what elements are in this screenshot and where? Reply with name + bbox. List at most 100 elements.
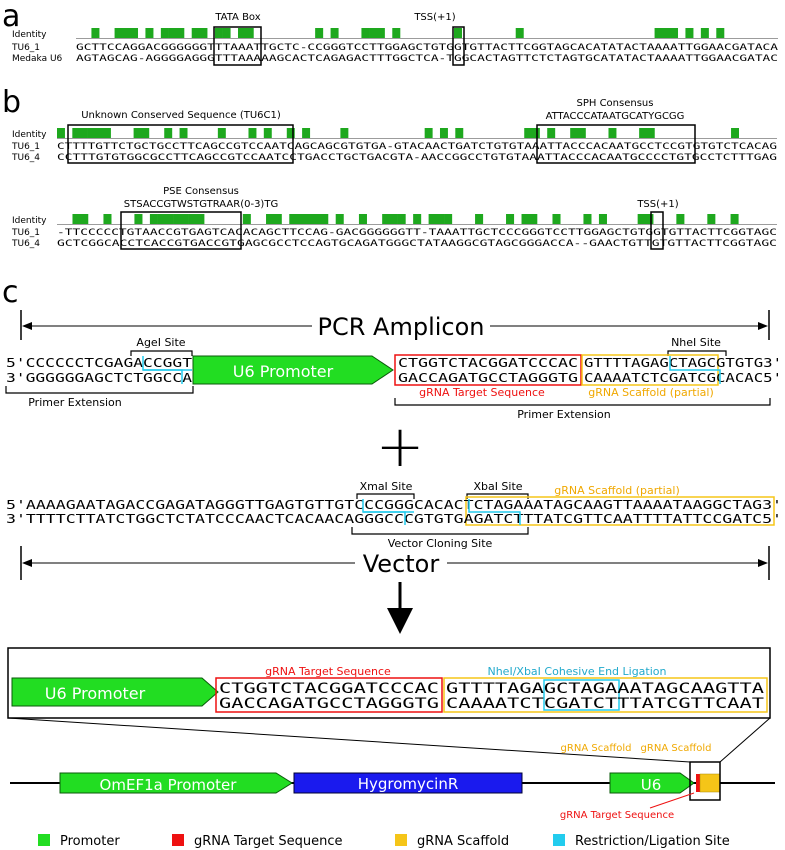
legend-swatch-site: [553, 834, 565, 846]
identity-bar: [312, 214, 321, 224]
identity-bar: [524, 128, 533, 138]
identity-bar: [164, 128, 173, 138]
panel-a-tss-box: [452, 26, 465, 66]
identity-bar: [654, 28, 663, 38]
identity-bar: [199, 28, 208, 38]
identity-bar: [196, 214, 205, 224]
identity-bar: [238, 28, 247, 38]
right-primer-extension-bracket: [394, 398, 771, 406]
identity-bar: [273, 214, 282, 224]
identity-bar: [335, 214, 344, 224]
identity-bar: [176, 28, 185, 38]
hygromycin-label: HygromycinR: [358, 775, 459, 793]
identity-bar: [515, 28, 524, 38]
panel-b-tss-box: [650, 211, 664, 250]
identity-bar: [475, 214, 484, 224]
identity-bar: [730, 214, 739, 224]
panel-a-tata-box: [213, 26, 262, 66]
final-u6-promoter-arrow: [11, 677, 219, 707]
panel-a-identity-label: Identity: [12, 30, 47, 40]
identity-bar: [700, 28, 709, 38]
identity-bar: [242, 214, 251, 224]
identity-bar: [676, 214, 685, 224]
legend-swatch-promoter: [38, 834, 50, 846]
legend: Promoter gRNA Target Sequence gRNA Scaff…: [38, 834, 730, 849]
panel-b-identity-label-1: Identity: [12, 130, 47, 140]
amplicon-top-scaffold-seq: GTTTTAGAGCTAGCGTGTG3': [584, 356, 782, 370]
identity-bar: [424, 128, 433, 138]
agei-site-label: AgeI Site: [136, 336, 185, 349]
panel-a-identity-track: [76, 28, 778, 39]
legend-label-site: Restriction/Ligation Site: [575, 834, 730, 849]
vector-top-seq: 5'AAAAGAATAGACCGAGATAGGGTTGAGTGTTGTCCCGG…: [6, 498, 782, 512]
panel-c-label: c: [2, 275, 19, 310]
vector-scaffold-box: [465, 496, 775, 526]
map-u6-label: U6: [641, 776, 662, 794]
identity-bar: [577, 128, 586, 138]
identity-bar: [315, 28, 324, 38]
xmai-site-highlight-bottom: [363, 511, 406, 525]
panel-a-row1-name: TU6_1: [11, 43, 40, 53]
panel-b-tss-label: TSS(+1): [636, 199, 678, 210]
vector-cloning-site-bracket: [351, 527, 529, 535]
identity-bar: [358, 214, 367, 224]
u6-promoter-label: U6 Promoter: [233, 362, 334, 381]
vector-span: [20, 546, 770, 580]
identity-bar: [707, 214, 716, 224]
amplicon-target-box: [394, 354, 582, 386]
panel-a-label: a: [2, 0, 20, 34]
panel-a-row2-name: Medaka U6: [12, 54, 63, 64]
identity-bar: [436, 214, 445, 224]
pcr-amplicon-span: [20, 310, 770, 340]
identity-bar: [369, 28, 378, 38]
identity-bar: [439, 128, 448, 138]
identity-bar: [670, 28, 679, 38]
final-bottom-target-seq: GACCAGATGCCTAGGGTG: [219, 696, 439, 712]
panel-b-row4-name: TU6_4: [11, 239, 40, 249]
panel-b-sph-title: SPH Consensus: [577, 98, 654, 109]
final-u6-promoter-label: U6 Promoter: [45, 684, 146, 703]
panel-b-row3-seq: -TTCCCCCTGTAACCGTGAGTCACACAGCTTCCAG-GACG…: [57, 228, 777, 238]
map-u6-arrow: [609, 772, 695, 794]
panel-b-pse-title: PSE Consensus: [163, 186, 239, 197]
legend-label-scaffold: gRNA Scaffold: [417, 834, 509, 849]
identity-bar: [731, 128, 739, 138]
panel-b-unknown-box: [67, 124, 294, 164]
map-target-marker: [696, 774, 700, 792]
pcr-amplicon-label: PCR Amplicon: [318, 313, 485, 341]
panel-b-identity-track-1: [57, 128, 777, 139]
identity-bar: [72, 128, 81, 138]
identity-bar: [266, 214, 275, 224]
identity-bar: [320, 214, 329, 224]
identity-bar: [95, 128, 104, 138]
identity-bar: [637, 214, 646, 224]
identity-bar: [79, 128, 88, 138]
map-target-pointer: [649, 792, 695, 809]
identity-bar: [444, 214, 453, 224]
final-target-label: gRNA Target Sequence: [265, 665, 391, 678]
identity-bar: [87, 128, 96, 138]
legend-label-promoter: Promoter: [60, 834, 120, 849]
map-zoom-box: [689, 761, 721, 801]
identity-bar: [639, 128, 648, 138]
identity-bar: [289, 214, 298, 224]
identity-bar: [103, 214, 112, 224]
identity-bar: [570, 128, 579, 138]
identity-bar: [716, 28, 725, 38]
identity-bar: [188, 214, 197, 224]
map-scaffold-marker: [699, 773, 721, 793]
final-bottom-scaffold-seq: CAAAATCTCGATCTTTATCGTTCAAT: [446, 696, 765, 712]
vector-scaffold-label: gRNA Scaffold (partial): [554, 484, 680, 497]
identity-bar: [340, 128, 349, 138]
identity-bar: [57, 128, 65, 138]
plus-sign: +: [376, 412, 425, 480]
identity-bar: [583, 214, 592, 224]
panel-b-identity-track-2: [57, 214, 777, 225]
identity-bar: [389, 214, 398, 224]
identity-bar: [248, 128, 257, 138]
panel-b-unknown-label: Unknown Conserved Sequence (TU6C1): [81, 110, 281, 121]
map-scaffold-label-2: gRNA Scaffold: [641, 743, 712, 754]
identity-bar: [302, 128, 311, 138]
xbai-site-label: XbaI Site: [473, 480, 522, 493]
panel-b-row1-seq: CTTTTGTTCTGCTGCCTTCAGCCGTCCAATCAGCAGCGTG…: [57, 142, 777, 152]
